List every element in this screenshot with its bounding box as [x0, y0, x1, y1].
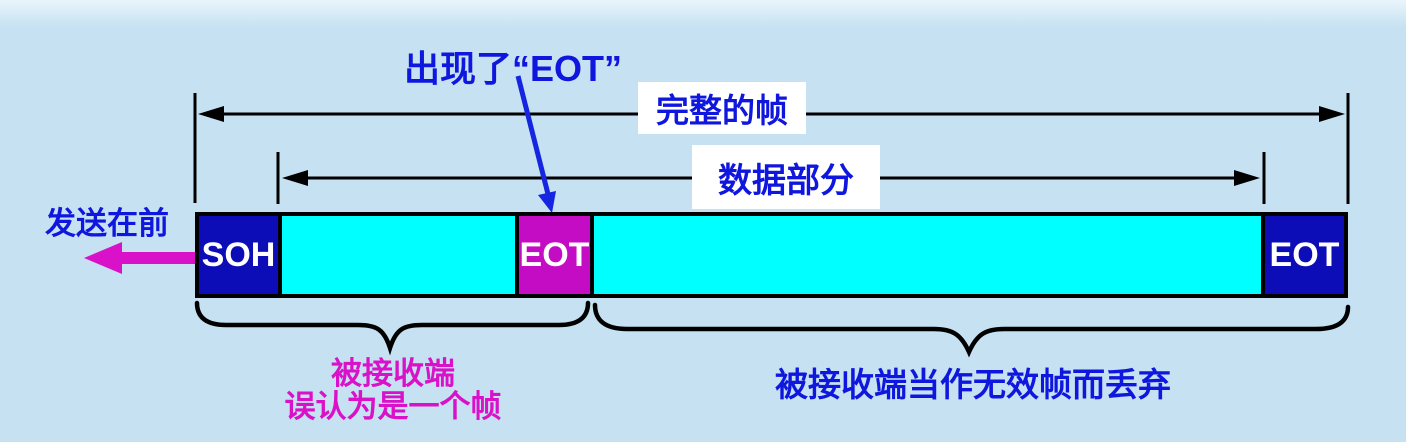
send-direction-arrow-icon [84, 242, 196, 274]
complete-frame-label-text: 完整的帧 [656, 92, 788, 129]
send-first-annotation: 发送在前 [45, 206, 169, 241]
frame-bar: SOH EOT EOT [195, 212, 1348, 298]
eot-end-block: EOT [1261, 216, 1344, 294]
complete-frame-label: 完整的帧 [638, 82, 806, 134]
data-segment-1 [278, 216, 515, 294]
mistaken-frame-line2: 误认为是一个帧 [284, 389, 502, 424]
eot-pointer-line [515, 75, 552, 199]
complete-frame-left-arrowhead-icon [198, 106, 224, 122]
complete-frame-right-arrowhead-icon [1319, 106, 1345, 122]
data-part-label-text: 数据部分 [718, 161, 854, 200]
invalid-frame-annotation: 被接收端当作无效帧而丢弃 [775, 366, 1171, 403]
mistaken-frame-line1: 被接收端 [331, 356, 455, 391]
right-brace [592, 302, 1351, 358]
eot-in-data-block: EOT [515, 216, 590, 294]
mistaken-frame-annotation: 被接收端 误认为是一个帧 [280, 357, 506, 423]
data-part-right-arrowhead-icon [1234, 170, 1260, 186]
soh-block: SOH [199, 216, 278, 294]
data-part-left-arrowhead-icon [282, 170, 308, 186]
data-part-label: 数据部分 [692, 145, 880, 209]
data-segment-2 [590, 216, 1261, 294]
left-brace [194, 300, 591, 356]
eot-pointer-arrowhead-icon [538, 191, 556, 213]
eot-appeared-annotation: 出现了“EOT” [404, 48, 623, 89]
